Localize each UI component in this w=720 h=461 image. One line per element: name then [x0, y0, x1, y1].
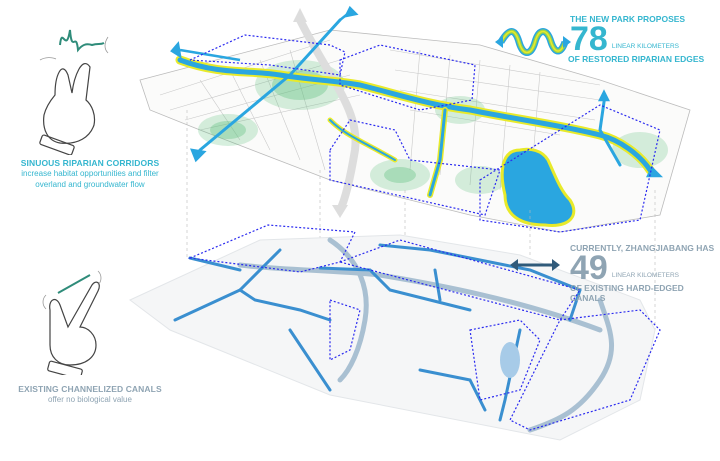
existing-stat-heading: CURRENTLY, ZHANGJIABANG HAS	[570, 243, 715, 253]
sinuous-legend	[0, 15, 180, 160]
sinuous-legend-desc-2: overland and groundwater flow	[35, 180, 145, 189]
hand-wave-sinuous-icon	[39, 29, 109, 156]
lake	[500, 147, 576, 227]
existing-stat: CURRENTLY, ZHANGJIABANG HAS 49 LINEAR KI…	[570, 243, 720, 303]
canals-legend-desc: offer no biological value	[48, 395, 132, 404]
sinuous-legend-desc-1: increase habitat opportunities and filte…	[21, 169, 159, 178]
proposed-stat-heading: THE NEW PARK PROPOSES	[570, 14, 686, 24]
sinuous-river-icon	[495, 28, 571, 56]
existing-stat-unit: LINEAR KILOMETERS	[611, 272, 680, 279]
existing-stat-footer: OF EXISTING HARD-EDGED CANALS	[570, 283, 684, 303]
sinuous-legend-title: SINUOUS RIPARIAN CORRIDORS	[20, 158, 160, 168]
proposed-stat-footer: OF RESTORED RIPARIAN EDGES	[568, 54, 705, 64]
canals-legend-title: EXISTING CHANNELIZED CANALS	[18, 384, 162, 394]
proposed-stat: THE NEW PARK PROPOSES 78 LINEAR KILOMETE…	[568, 14, 720, 64]
double-arrow-icon	[510, 259, 560, 271]
proposed-stat-number: 78	[570, 20, 608, 58]
canals-legend	[0, 265, 180, 380]
hand-straight-line-icon	[42, 270, 102, 380]
proposed-stat-unit: LINEAR KILOMETERS	[611, 43, 680, 50]
existing-stat-number: 49	[570, 249, 608, 287]
